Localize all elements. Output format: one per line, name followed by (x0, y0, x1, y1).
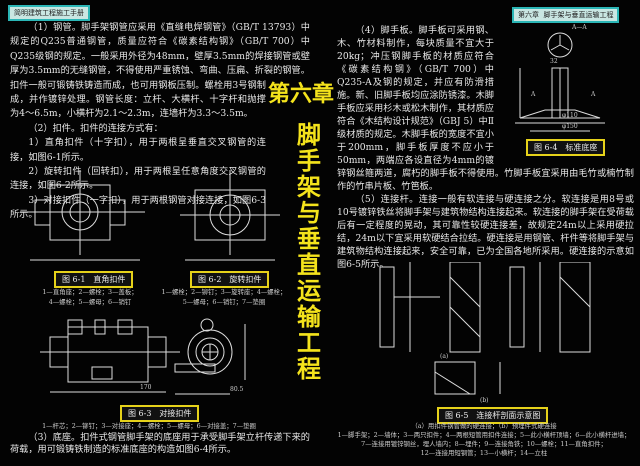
title-char: 运 (297, 277, 321, 305)
fig-6-2-drawing (180, 170, 280, 261)
title-char: 脚 (297, 121, 321, 149)
title-char: 直 (297, 251, 321, 279)
dim-label: 80.5 (230, 386, 244, 393)
paragraph: （1）钢管。脚手架钢管应采用《直缝电焊钢管》（GB/T 13793）中规定的Q2… (10, 22, 310, 120)
legend-line: 1—直角座；2—螺栓；3—盖板； (42, 288, 138, 296)
fig-6-4-caption: 图 6-4 标准底座 (526, 139, 606, 156)
fig-6-5-caption: 图 6-5 连接杆剖面示意图 (437, 407, 549, 424)
fig-6-1-legend: 1—直角座；2—螺栓；3—盖板； 4—螺栓；5—螺母；6—销钉 (15, 287, 165, 307)
paragraph: 2）旋转扣件（回转扣），用于两根呈任意角度交叉钢管的连接，如图6-2所示。 (10, 166, 266, 192)
left-body-text: （1）钢管。脚手架钢管应采用《直缝电焊钢管》（GB/T 13793）中规定的Q2… (10, 21, 310, 231)
legend-line: 1—脚手架；2—墙体；3—两只扣件；4—两根短管用扣件连接；5—此小横杆顶墙；6… (337, 431, 631, 439)
title-char: 与 (297, 199, 321, 227)
legend-line: 1—螺栓；2—铆钉；3—旋转座；4—螺栓； (161, 288, 287, 296)
section-mark: A (591, 91, 596, 98)
chapter-title-vertical: 脚 手 架 与 垂 直 运 输 工 程 (292, 122, 326, 382)
subfigure-label: (a) (440, 353, 449, 360)
legend-line: 5—螺母；6—销钉；7—垫圈 (182, 298, 266, 306)
right-running-header: 第六章 脚手架与垂直运输工程 (512, 7, 620, 23)
fig-6-5-drawing (379, 262, 591, 395)
title-char: 程 (297, 355, 321, 383)
right-full-paragraph: （5）连接杆。连接一般有软连接与硬连接之分。软连接是用8号或10号镀锌铁丝将脚手… (337, 194, 634, 270)
subfigure-label: (b) (480, 397, 489, 404)
legend-line: 12—连接用短钢管；13—小横杆；14—立柱 (420, 449, 548, 457)
fig-6-3-legend: 1—杆芯；2—铆钉；3—对接座；4—螺栓；5—螺母；6—对接盖；7—垫圈 (42, 422, 256, 430)
dim-label: 32 (550, 58, 558, 65)
fig-6-1-caption: 图 6-1 直角扣件 (54, 271, 134, 288)
left-bottom-paragraph: （3）底座。扣件式钢管脚手架的底座用于承受脚手架立杆传递下来的荷载，用可锻铸铁制… (10, 432, 310, 455)
fig-6-2-caption: 图 6-2 旋转扣件 (190, 271, 270, 288)
title-char: 手 (297, 147, 321, 175)
right-column-text: （4）脚手板。脚手板可采用钢、木、竹材料制作，每块质量不宜大于20kg；冲压钢脚… (337, 25, 634, 192)
header-title: 脚手架与垂直运输工程 (543, 11, 614, 19)
dim-label: φ110 (562, 112, 578, 119)
fig-6-4-drawing (515, 32, 605, 132)
header-chapter: 第六章 (518, 11, 539, 19)
right-text-flow: （4）脚手板。脚手板可采用钢、木、竹材料制作，每块质量不宜大于20kg；冲压钢脚… (337, 24, 634, 271)
fig-6-2-legend: 1—螺栓；2—铆钉；3—旋转座；4—螺栓； 5—螺母；6—销钉；7—垫圈 (160, 287, 288, 307)
fig-6-3-drawing (40, 318, 246, 395)
title-char: 架 (297, 173, 321, 201)
title-char: 垂 (297, 225, 321, 253)
legend-line: （a）用扣件钢管做的硬连接；（b）预埋件式硬连接 (411, 422, 557, 430)
legend-line: 7—连接用镀锌钢丝，埋人墙内；8—埋件；9—连接角铁；10—螺栓；11—直角扣件… (361, 440, 607, 448)
section-mark: A (531, 91, 536, 98)
title-char: 输 (297, 303, 321, 331)
fig-6-5-legend: （a）用扣件钢管做的硬连接；（b）预埋件式硬连接 1—脚手架；2—墙体；3—两只… (328, 422, 640, 458)
dim-label: φ150 (562, 123, 578, 130)
paragraph: 3）对接扣件（一字扣），用于两根钢管对接连接，如图6-3所示。 (10, 194, 266, 221)
section-label: A—A (572, 24, 587, 31)
dim-label: 170 (140, 384, 152, 391)
fig-6-1-drawing (20, 170, 145, 261)
legend-line: 4—螺栓；5—螺母；6—销钉 (48, 298, 132, 306)
title-char: 工 (297, 329, 321, 357)
paragraph: 1）直角扣件（十字扣），用于两根呈垂直交叉钢管的连接，如图6-1所示。 (10, 137, 266, 163)
fig-6-3-caption: 图 6-3 对接扣件 (120, 405, 200, 422)
chapter-number: 第六章 (268, 82, 335, 107)
paragraph: （2）扣件。扣件的连接方式有： (28, 122, 163, 134)
left-running-header: 简明建筑工程施工手册 (8, 5, 90, 21)
